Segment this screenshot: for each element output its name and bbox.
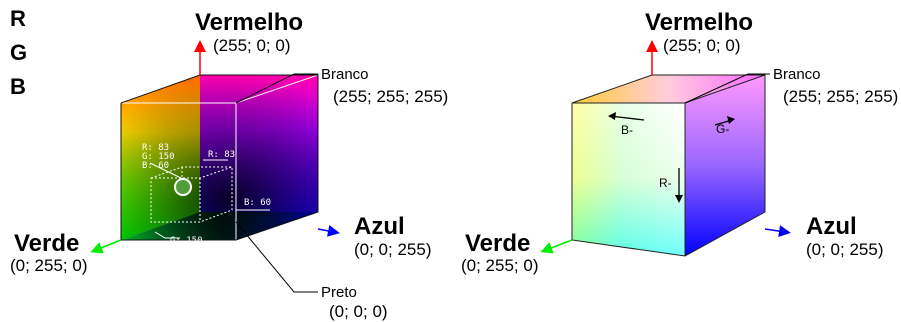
left-green-axis-arrow bbox=[90, 239, 122, 254]
right-white-corner-name: Branco bbox=[773, 66, 821, 83]
sample-g-value: G: 150 bbox=[142, 152, 175, 162]
edge-g-label: G: 150 bbox=[170, 236, 203, 246]
left-white-corner-name: Branco bbox=[321, 66, 369, 83]
rgb-letter-g: G bbox=[10, 40, 28, 65]
left-blue-axis-value: (0; 0; 255) bbox=[354, 240, 432, 259]
face-label-b-minus: B- bbox=[621, 123, 633, 137]
sample-r-value: R: 83 bbox=[142, 143, 169, 153]
right-red-axis-name: Vermelho bbox=[645, 9, 754, 36]
edge-r-label: R: 83 bbox=[208, 150, 235, 160]
left-black-callout-line bbox=[235, 221, 318, 293]
left-red-axis-value: (255; 0; 0) bbox=[213, 36, 291, 55]
left-red-axis-name: Vermelho bbox=[195, 9, 304, 36]
left-white-callout-line bbox=[235, 73, 318, 104]
right-blue-axis-arrow bbox=[764, 225, 791, 238]
face-label-r-minus: R- bbox=[659, 176, 672, 190]
left-green-axis-value: (0; 255; 0) bbox=[10, 256, 88, 275]
face-label-g-minus: G- bbox=[716, 122, 729, 136]
left-black-corner-name: Preto bbox=[321, 284, 357, 301]
right-green-axis-arrow bbox=[540, 239, 573, 254]
left-cube: R: 83 G: 150 B: 60 R: 83 B: 60 G: 150 bbox=[120, 74, 319, 246]
rgb-letter-b: B bbox=[10, 74, 26, 99]
right-cube-side-face bbox=[685, 75, 765, 256]
edge-b-label: B: 60 bbox=[244, 198, 271, 208]
left-blue-axis-arrow bbox=[317, 224, 340, 237]
left-blue-axis-name: Azul bbox=[354, 213, 405, 240]
left-white-corner-value: (255; 255; 255) bbox=[333, 87, 449, 106]
right-green-axis-value: (0; 255; 0) bbox=[461, 256, 539, 275]
sample-color-dot bbox=[174, 178, 192, 196]
rgb-letter-r: R bbox=[10, 6, 26, 31]
right-white-corner-value: (255; 255; 255) bbox=[783, 87, 899, 106]
left-green-axis-name: Verde bbox=[14, 230, 80, 257]
right-blue-axis-name: Azul bbox=[806, 213, 857, 240]
right-red-axis-value: (255; 0; 0) bbox=[663, 36, 741, 55]
left-black-corner-value: (0; 0; 0) bbox=[329, 302, 388, 321]
sample-b-value: B: 60 bbox=[142, 161, 169, 171]
right-white-callout-line bbox=[684, 73, 770, 104]
right-cube: B- G- R- bbox=[571, 74, 766, 257]
right-cube-top-face bbox=[572, 75, 765, 103]
right-green-axis-name: Verde bbox=[465, 230, 531, 257]
right-blue-axis-value: (0; 0; 255) bbox=[806, 240, 884, 259]
